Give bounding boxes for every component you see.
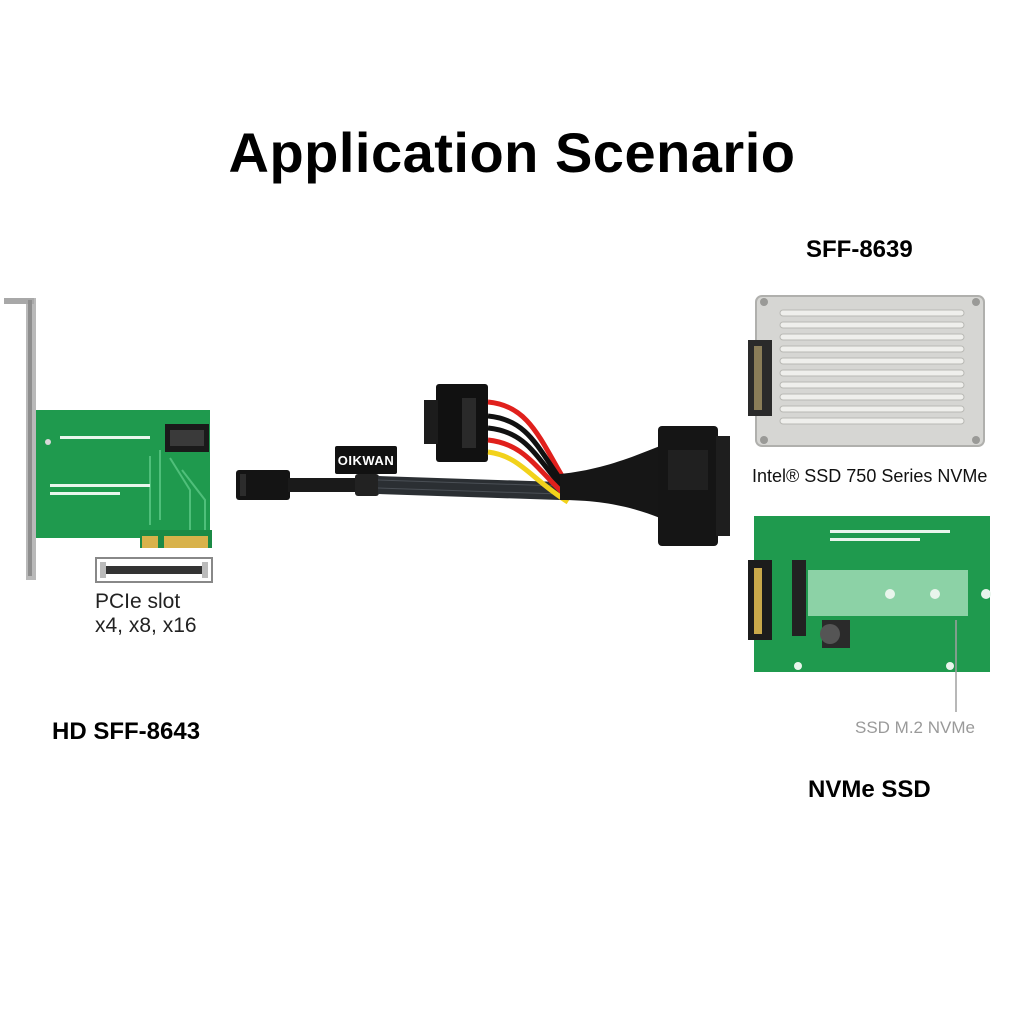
sff8639-label: SFF-8639	[806, 236, 913, 263]
nvme-ssd-label: NVMe SSD	[808, 776, 931, 803]
u2-ssd-illustration	[748, 295, 985, 447]
brand-tag: OIKWAN	[335, 446, 397, 474]
ssd-m2-caption: SSD M.2 NVMe	[855, 718, 975, 737]
hd-sff8643-label: HD SFF-8643	[52, 718, 201, 745]
intel-ssd-caption: Intel® SSD 750 Series NVMe	[752, 466, 988, 486]
m2-adapter-illustration	[748, 516, 991, 712]
cable-illustration	[236, 384, 730, 546]
pcie-adapter-card-illustration	[4, 298, 213, 583]
pcie-slot-caption: PCIe slot x4, x8, x16	[95, 590, 197, 638]
pcie-slot-caption-line2: x4, x8, x16	[95, 614, 197, 637]
page-title: Application Scenario	[228, 121, 796, 184]
pcie-slot-caption-line1: PCIe slot	[95, 590, 181, 613]
